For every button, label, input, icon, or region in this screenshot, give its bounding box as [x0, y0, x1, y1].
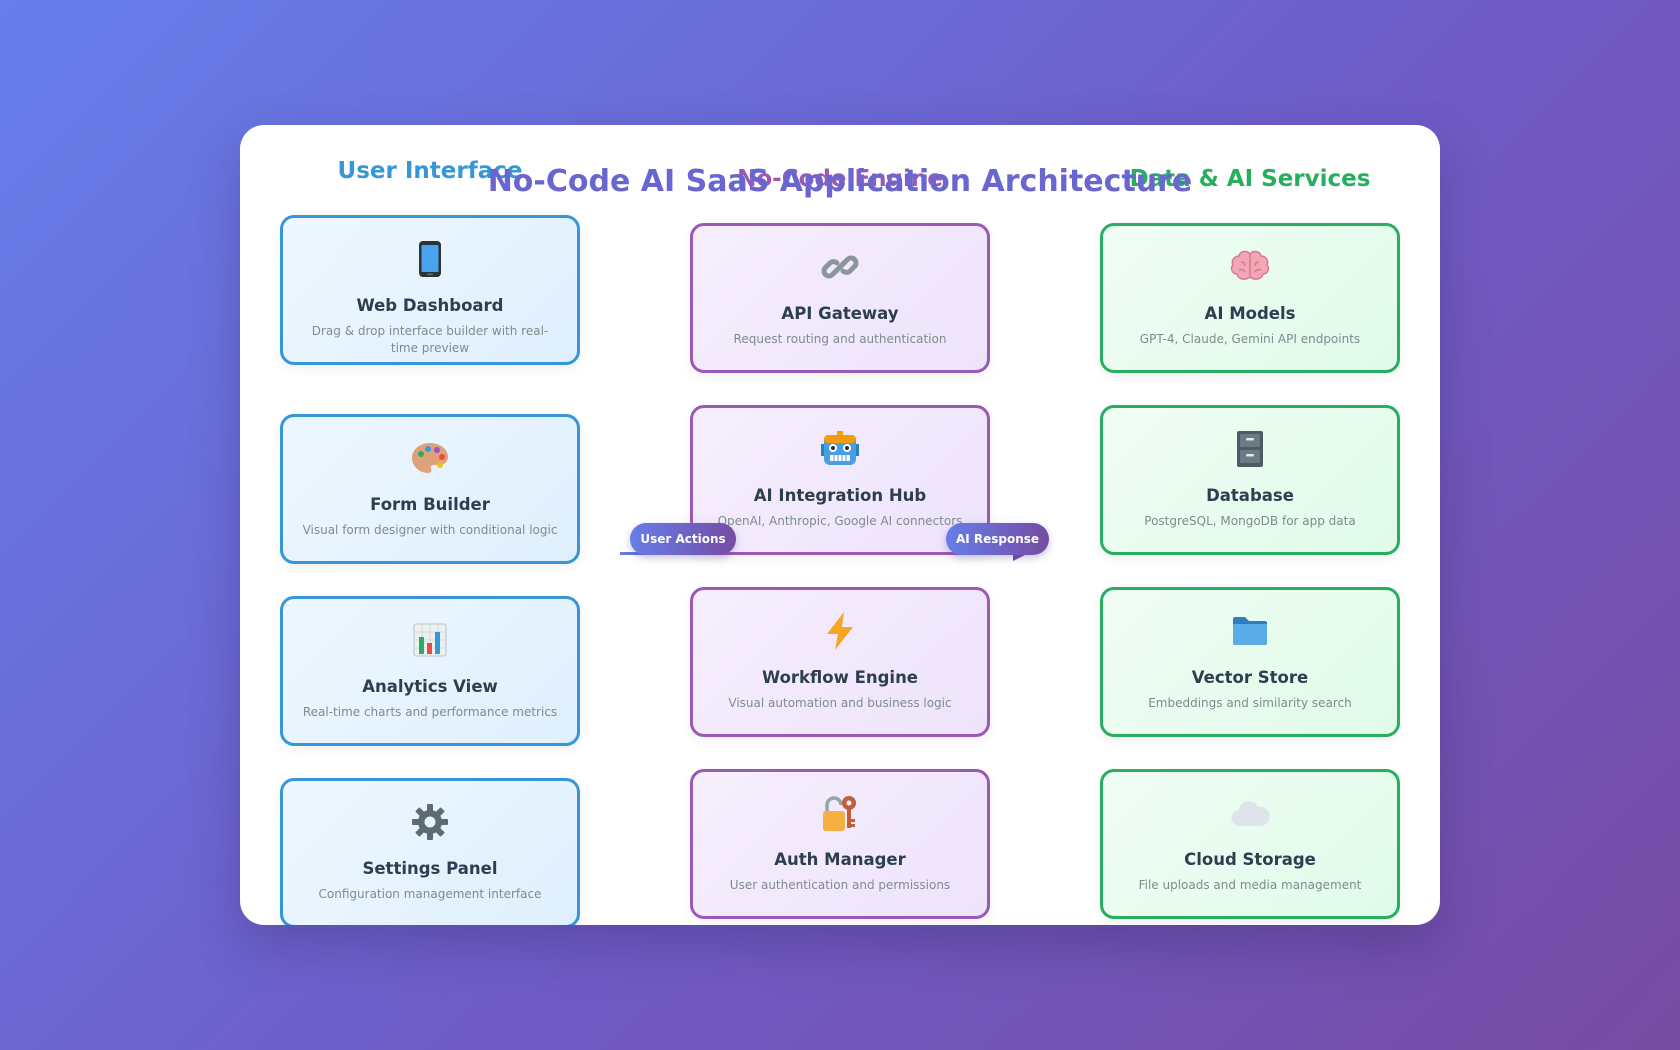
column-title-no-code-engine: No-Code Engine — [737, 166, 943, 192]
robot-icon — [709, 422, 971, 476]
node-description: User authentication and permissions — [729, 878, 951, 892]
node-analytics-view[interactable]: Analytics View Real-time charts and perf… — [280, 596, 580, 746]
node-name: Web Dashboard — [356, 296, 504, 315]
node-vector-store[interactable]: Vector Store Embeddings and similarity s… — [1100, 587, 1400, 737]
node-api-gateway[interactable]: API Gateway Request routing and authenti… — [690, 223, 990, 373]
node-name: Vector Store — [1191, 668, 1309, 687]
node-description: Request routing and authentication — [733, 332, 947, 346]
node-web-dashboard[interactable]: Web Dashboard Drag & drop interface buil… — [280, 215, 580, 365]
node-name: AI Integration Hub — [753, 486, 927, 505]
node-description: Configuration management interface — [318, 887, 542, 901]
node-description: File uploads and media management — [1138, 878, 1362, 892]
architecture-diagram: User Interface No-Code Engine Data & AI … — [240, 125, 1440, 925]
bar-chart-icon — [299, 613, 561, 667]
node-name: Cloud Storage — [1184, 850, 1316, 869]
file-cabinet-icon — [1119, 422, 1381, 476]
flow-label-user-actions: User Actions — [630, 523, 736, 555]
node-workflow-engine[interactable]: Workflow Engine Visual automation and bu… — [690, 587, 990, 737]
flow-label-ai-response: AI Response — [946, 523, 1049, 555]
node-name: Settings Panel — [362, 859, 498, 878]
node-name: Database — [1206, 486, 1294, 505]
node-name: Analytics View — [362, 677, 498, 696]
node-cloud-storage[interactable]: Cloud Storage File uploads and media man… — [1100, 769, 1400, 919]
node-database[interactable]: Database PostgreSQL, MongoDB for app dat… — [1100, 405, 1400, 555]
node-description: Visual form designer with conditional lo… — [302, 523, 558, 537]
lightning-icon — [709, 604, 971, 658]
node-name: Auth Manager — [774, 850, 906, 869]
column-title-data-ai-services: Data & AI Services — [1129, 166, 1371, 192]
node-ai-integration-hub[interactable]: AI Integration Hub OpenAI, Anthropic, Go… — [690, 405, 990, 555]
cloud-icon — [1119, 786, 1381, 840]
node-description: Drag & drop interface builder with real-… — [311, 324, 549, 355]
node-description: OpenAI, Anthropic, Google AI connectors — [717, 514, 963, 528]
node-name: Workflow Engine — [761, 668, 919, 687]
node-description: Real-time charts and performance metrics — [302, 705, 558, 719]
mobile-phone-icon — [299, 232, 561, 286]
link-icon — [709, 240, 971, 294]
node-description: PostgreSQL, MongoDB for app data — [1144, 514, 1356, 528]
folder-icon — [1119, 604, 1381, 658]
node-name: API Gateway — [781, 304, 899, 323]
gear-icon — [299, 795, 561, 849]
node-name: Form Builder — [370, 495, 490, 514]
brain-icon — [1119, 240, 1381, 294]
node-description: Visual automation and business logic — [728, 696, 952, 710]
node-name: AI Models — [1204, 304, 1296, 323]
node-description: GPT-4, Claude, Gemini API endpoints — [1139, 332, 1361, 346]
diagram-title: No-Code AI SaaS Application Architecture — [487, 164, 1193, 199]
node-ai-models[interactable]: AI Models GPT-4, Claude, Gemini API endp… — [1100, 223, 1400, 373]
node-settings-panel[interactable]: Settings Panel Configuration management … — [280, 778, 580, 925]
node-form-builder[interactable]: Form Builder Visual form designer with c… — [280, 414, 580, 564]
column-title-user-interface: User Interface — [337, 158, 523, 184]
node-description: Embeddings and similarity search — [1148, 696, 1352, 710]
palette-icon — [299, 431, 561, 485]
node-auth-manager[interactable]: Auth Manager User authentication and per… — [690, 769, 990, 919]
lock-key-icon — [709, 786, 971, 840]
